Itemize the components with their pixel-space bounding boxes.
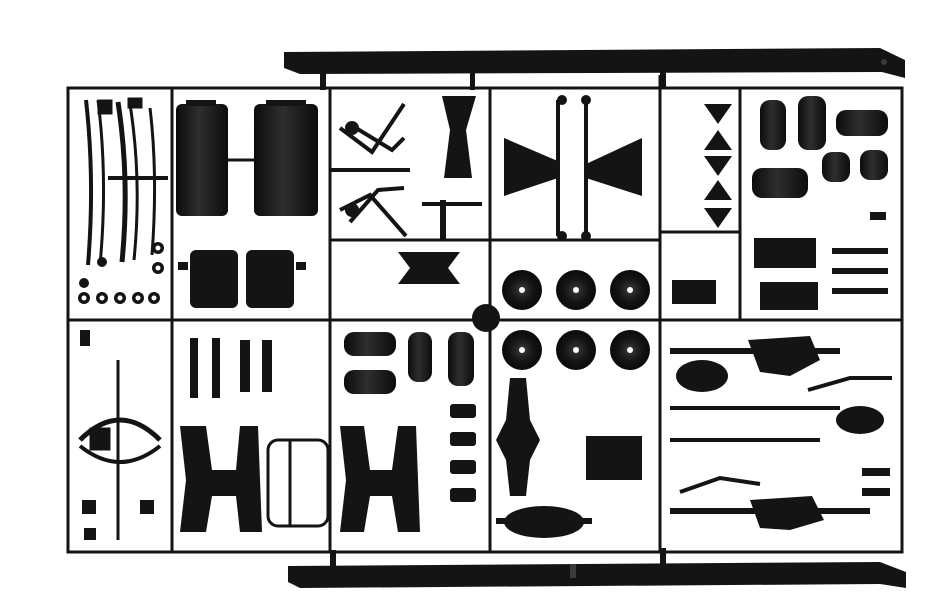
right-tabs [862, 212, 890, 496]
rear-spring-assembly [78, 360, 162, 540]
step-plates [672, 238, 888, 310]
differentials [670, 336, 884, 530]
leaf-springs [84, 97, 168, 266]
fuel-tanks [176, 100, 318, 216]
vertical-bars [190, 338, 272, 398]
valve-blocks [450, 404, 476, 502]
steering-links [670, 376, 892, 494]
triangle-brackets [704, 104, 732, 228]
air-tanks [752, 96, 888, 198]
top-chassis-rail [284, 48, 905, 90]
battery-boxes [178, 250, 306, 308]
spring-shackles [80, 330, 154, 540]
bottom-chassis-rail [288, 548, 906, 588]
axle-housing [496, 378, 642, 538]
suspension-struts [330, 102, 410, 238]
center-mount-bracket [398, 96, 482, 284]
sprue-frame [66, 75, 904, 554]
frame-loop [266, 438, 330, 528]
brake-drums [472, 270, 650, 370]
bow-tie-plates [504, 95, 642, 241]
crossmembers [180, 426, 420, 532]
lower-air-tanks [344, 332, 474, 394]
